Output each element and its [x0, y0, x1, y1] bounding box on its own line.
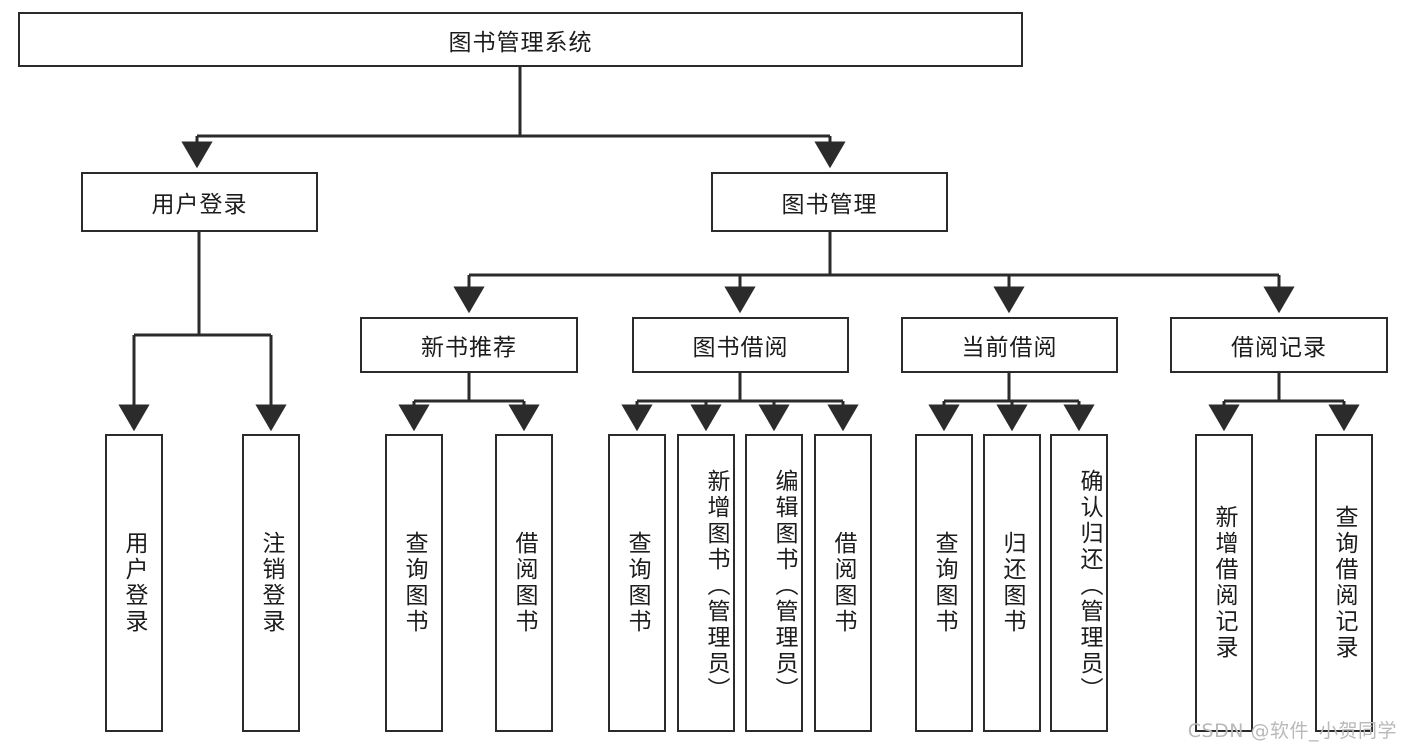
node-book-borrow[interactable]: 图书借阅	[632, 317, 849, 373]
leaf-newbook-query-book[interactable]: 查询图书	[385, 434, 443, 732]
leaf-borrow-borrow-book[interactable]: 借阅图书	[814, 434, 872, 732]
node-current-borrow-label: 当前借阅	[961, 335, 1058, 361]
leaf-record-query-record-label: 查询借阅记录	[1331, 505, 1357, 661]
node-user-login-label: 用户登录	[151, 192, 248, 218]
leaf-borrow-query-book-label: 查询图书	[624, 531, 650, 635]
watermark-text: CSDN @软件_小贺同学	[1187, 720, 1397, 742]
node-book-management[interactable]: 图书管理	[711, 172, 948, 232]
node-borrow-record-label: 借阅记录	[1231, 335, 1327, 361]
node-new-book-recommend-label: 新书推荐	[421, 335, 517, 361]
leaf-user-login-signout-label: 注销登录	[258, 531, 284, 635]
leaf-borrow-add-book-label: 新增图书（管理员）	[703, 469, 729, 703]
node-new-book-recommend[interactable]: 新书推荐	[360, 317, 578, 373]
leaf-user-login-signin-label: 用户登录	[121, 531, 147, 635]
leaf-borrow-add-book[interactable]: 新增图书（管理员）	[677, 434, 735, 732]
leaf-record-query-record[interactable]: 查询借阅记录	[1315, 434, 1373, 732]
node-book-management-label: 图书管理	[781, 192, 878, 218]
leaf-user-login-signin[interactable]: 用户登录	[105, 434, 163, 732]
leaf-current-query-book[interactable]: 查询图书	[915, 434, 973, 732]
leaf-newbook-borrow-book[interactable]: 借阅图书	[495, 434, 553, 732]
leaf-current-confirm-return-label: 确认归还（管理员）	[1076, 469, 1102, 703]
node-borrow-record[interactable]: 借阅记录	[1170, 317, 1388, 373]
leaf-borrow-query-book[interactable]: 查询图书	[608, 434, 666, 732]
leaf-user-login-signout[interactable]: 注销登录	[242, 434, 300, 732]
node-root-system[interactable]: 图书管理系统	[18, 12, 1023, 67]
leaf-newbook-borrow-book-label: 借阅图书	[511, 531, 537, 635]
leaf-current-return-book-label: 归还图书	[999, 531, 1025, 635]
leaf-current-return-book[interactable]: 归还图书	[983, 434, 1041, 732]
node-current-borrow[interactable]: 当前借阅	[901, 317, 1118, 373]
leaf-current-query-book-label: 查询图书	[931, 531, 957, 635]
leaf-newbook-query-book-label: 查询图书	[401, 531, 427, 635]
leaf-current-confirm-return[interactable]: 确认归还（管理员）	[1050, 434, 1108, 732]
leaf-record-add-record[interactable]: 新增借阅记录	[1195, 434, 1253, 732]
leaf-borrow-borrow-book-label: 借阅图书	[830, 531, 856, 635]
node-root-system-label: 图书管理系统	[448, 29, 593, 56]
leaf-borrow-edit-book[interactable]: 编辑图书（管理员）	[745, 434, 803, 732]
leaf-borrow-edit-book-label: 编辑图书（管理员）	[771, 469, 797, 703]
node-user-login[interactable]: 用户登录	[81, 172, 318, 232]
leaf-record-add-record-label: 新增借阅记录	[1211, 505, 1237, 661]
node-book-borrow-label: 图书借阅	[692, 335, 789, 361]
